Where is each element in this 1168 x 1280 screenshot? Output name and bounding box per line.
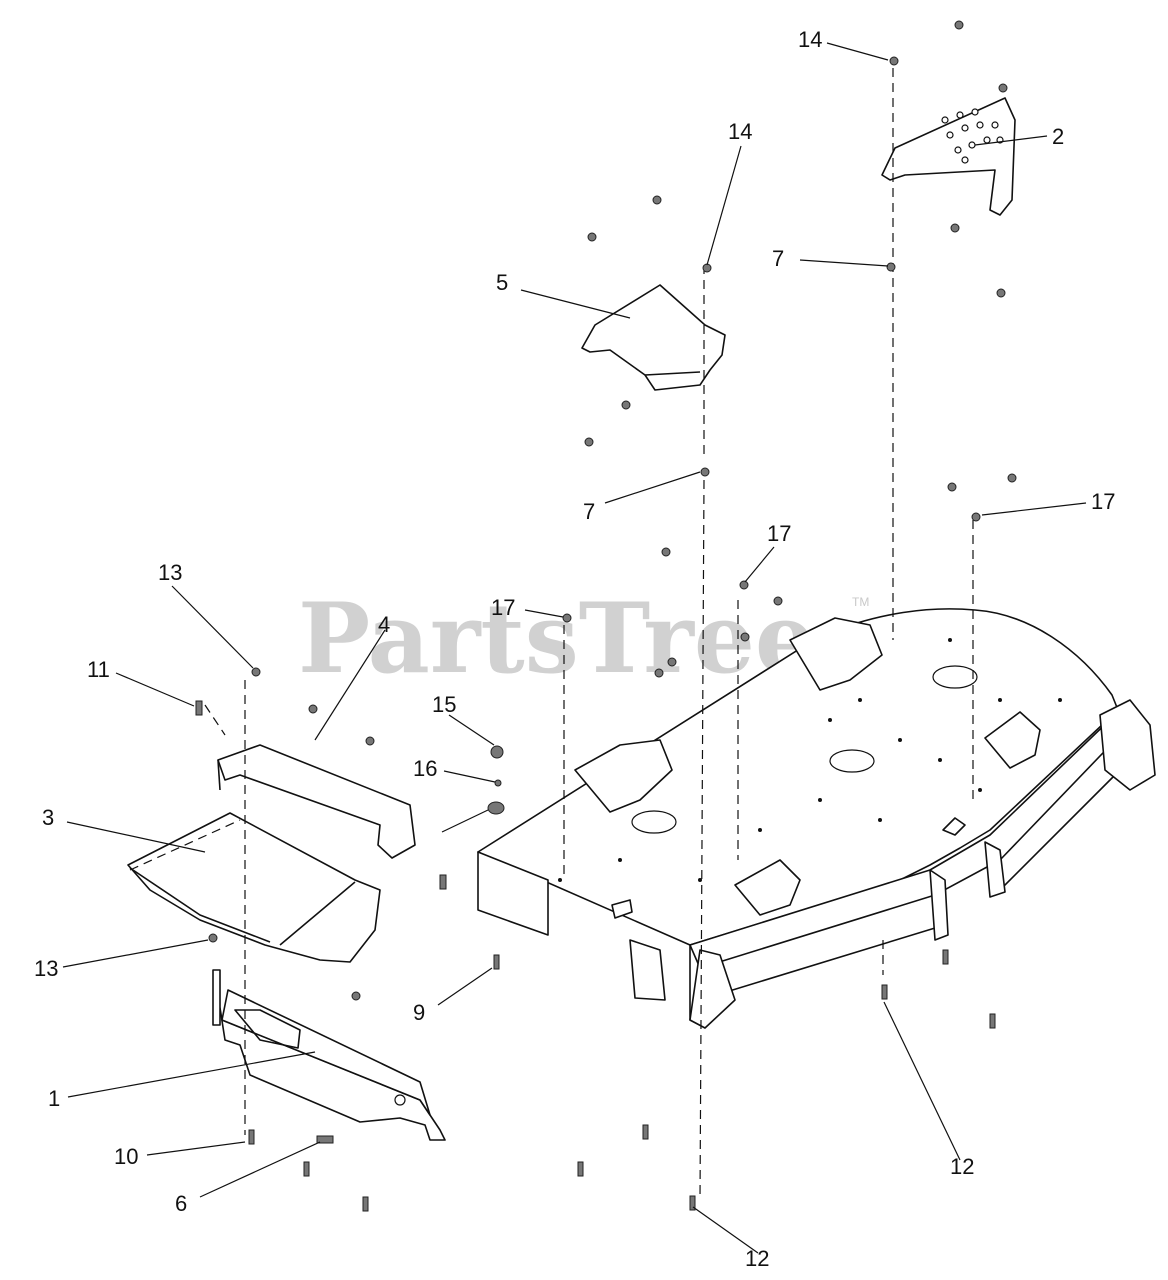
callout-labels: 14 2 14 7 5 7 17 17 17 4 13 11 15 16 3 1… bbox=[34, 27, 1115, 1271]
callout-1: 1 bbox=[48, 1086, 60, 1111]
part-1-bracket bbox=[212, 969, 446, 1141]
leader-lines bbox=[62, 42, 1087, 1254]
deck-frame bbox=[477, 608, 1156, 1029]
callout-6: 6 bbox=[175, 1191, 187, 1216]
callout-17: 17 bbox=[767, 521, 791, 546]
part-4-deflector bbox=[217, 744, 416, 859]
callout-16: 16 bbox=[413, 756, 437, 781]
callout-10: 10 bbox=[114, 1144, 138, 1169]
callout-17: 17 bbox=[1091, 489, 1115, 514]
callout-7: 7 bbox=[772, 246, 784, 271]
callout-2: 2 bbox=[1052, 124, 1064, 149]
callout-3: 3 bbox=[42, 805, 54, 830]
parts-tree-watermark: PartsTree bbox=[298, 582, 816, 695]
callout-9: 9 bbox=[413, 1000, 425, 1025]
assembly-lines bbox=[129, 68, 974, 1201]
callout-12: 12 bbox=[950, 1154, 974, 1179]
callout-7: 7 bbox=[583, 499, 595, 524]
callout-14: 14 bbox=[728, 119, 752, 144]
part-3-cover bbox=[127, 812, 381, 963]
callout-12: 12 bbox=[745, 1246, 769, 1271]
callout-17: 17 bbox=[491, 595, 515, 620]
callout-13: 13 bbox=[34, 956, 58, 981]
callout-5: 5 bbox=[496, 270, 508, 295]
trademark-mark: TM bbox=[852, 595, 869, 609]
callout-4: 4 bbox=[378, 612, 390, 637]
callout-11: 11 bbox=[87, 657, 110, 682]
callout-13: 13 bbox=[158, 560, 182, 585]
callout-15: 15 bbox=[432, 692, 456, 717]
part-5-cover bbox=[581, 284, 726, 391]
callout-14: 14 bbox=[798, 27, 822, 52]
part-2-plate bbox=[881, 97, 1016, 216]
hardware bbox=[195, 20, 1017, 1212]
